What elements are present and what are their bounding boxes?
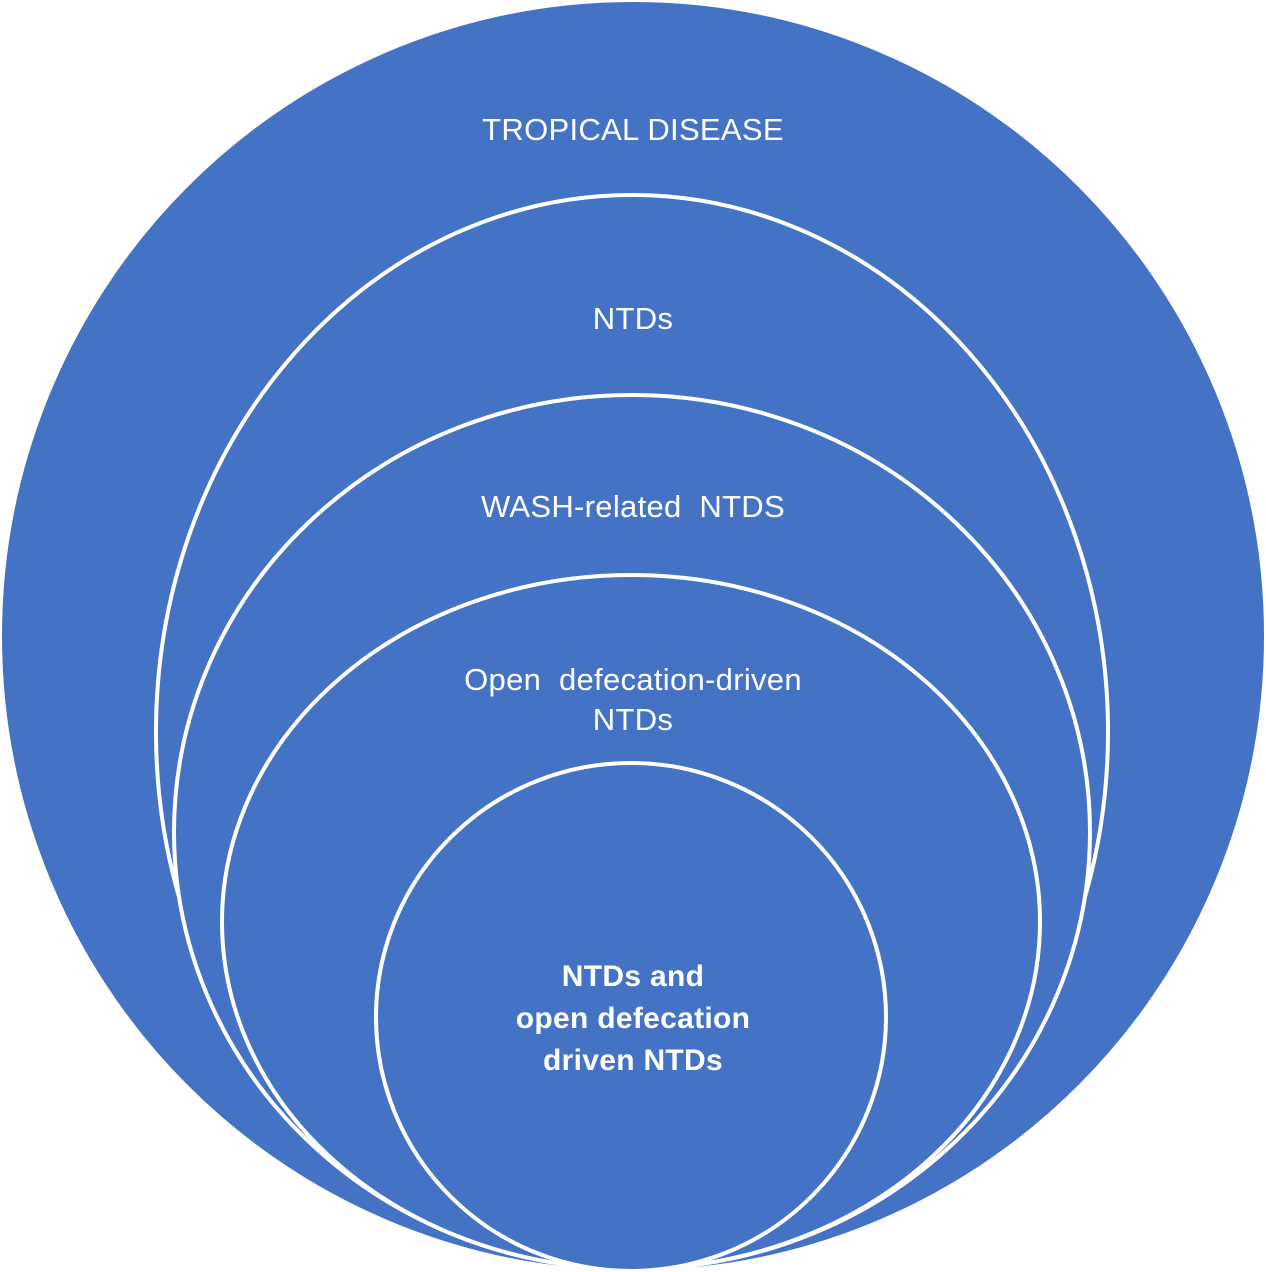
label-core-ntds: NTDs and open defecation driven NTDs [515,960,751,1077]
label-open-defecation-driven-ntds: Open defecation-driven NTDs [464,662,802,737]
label-tropical-disease: TROPICAL DISEASE [482,112,784,147]
label-ntds: NTDs [592,301,674,336]
circle-core-ntds [374,761,888,1272]
label-wash-related-ntds: WASH-related NTDS [481,489,785,524]
